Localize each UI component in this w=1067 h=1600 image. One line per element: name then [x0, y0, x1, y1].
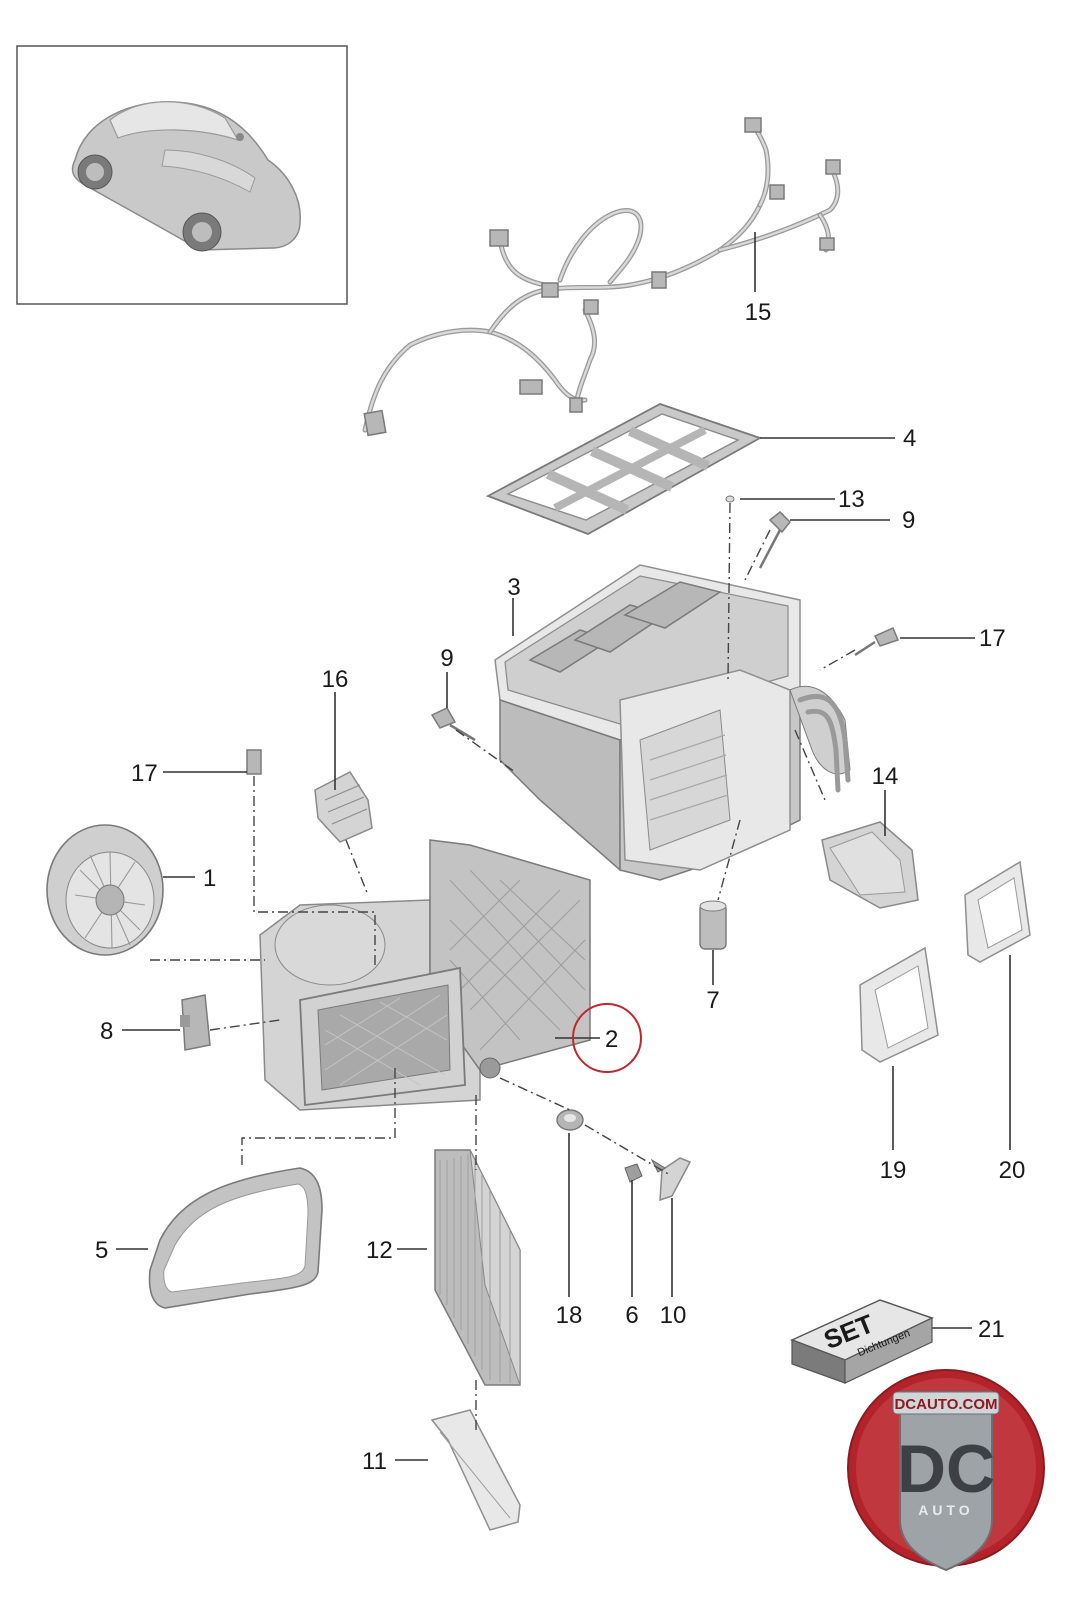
- filter-bracket: [430, 1409, 521, 1531]
- callout-12: 12: [366, 1237, 393, 1264]
- duct-seal-large: [859, 946, 939, 1063]
- sensor-left: [246, 749, 262, 775]
- clip: [725, 495, 735, 503]
- callout-20: 20: [999, 1157, 1026, 1184]
- callout-16: 16: [322, 666, 349, 693]
- car-illustration: [71, 101, 301, 252]
- callout-14: 14: [872, 763, 899, 790]
- vehicle-thumbnail: [16, 45, 348, 305]
- filter-frame: [485, 403, 763, 535]
- dcauto-logo: DCAUTO.COM DC AUTO: [847, 1369, 1045, 1572]
- callout-21: 21: [978, 1316, 1005, 1343]
- sensor-top: [758, 510, 792, 569]
- callout-17-right: 17: [979, 625, 1006, 652]
- sensor-right: [854, 627, 900, 657]
- callout-3: 3: [507, 574, 520, 601]
- wiring-harness: [362, 117, 841, 437]
- temperature-sensor: [699, 900, 727, 950]
- callout-8: 8: [100, 1018, 113, 1045]
- callout-2: 2: [605, 1026, 618, 1053]
- callout-18: 18: [556, 1302, 583, 1329]
- evaporator-cover: [821, 821, 919, 909]
- assembly-guides: [150, 502, 856, 1430]
- nut: [624, 1163, 643, 1183]
- callout-1: 1: [203, 865, 216, 892]
- callout-7: 7: [706, 987, 719, 1014]
- actuator-lever: [650, 1157, 692, 1202]
- leader-lines: [116, 232, 1011, 1461]
- sensor-side: [430, 707, 476, 742]
- logo-word: AUTO: [918, 1502, 973, 1518]
- callout-13: 13: [838, 486, 865, 513]
- callout-labels: 15 4 13 9 3 9 17 16 17 14 1 8 2 7 19 20 …: [95, 299, 1025, 1475]
- grommet: [556, 1109, 584, 1131]
- callout-15: 15: [745, 299, 772, 326]
- callout-9-side: 9: [440, 645, 453, 672]
- logo-initials: DC: [897, 1431, 995, 1507]
- highlight-circle: [572, 1003, 642, 1073]
- blower-housing: [259, 839, 591, 1111]
- callout-11: 11: [362, 1448, 387, 1475]
- callout-5: 5: [95, 1237, 108, 1264]
- hvac-housing: [494, 564, 851, 881]
- cabin-filter: [434, 1149, 521, 1386]
- blower-motor: [46, 824, 164, 956]
- callout-9-top: 9: [902, 507, 915, 534]
- duct-seal-small: [964, 860, 1031, 963]
- blower-regulator: [314, 771, 373, 843]
- callout-6: 6: [625, 1302, 638, 1329]
- callout-17-left: 17: [131, 760, 158, 787]
- servo-motor: [180, 994, 211, 1051]
- callout-4: 4: [903, 425, 916, 452]
- seal-kit-box: SET Dichtungen: [790, 1299, 934, 1384]
- callout-10: 10: [660, 1302, 687, 1329]
- gasket: [148, 1167, 323, 1309]
- callout-19: 19: [880, 1157, 907, 1184]
- logo-domain: DCAUTO.COM: [894, 1396, 997, 1413]
